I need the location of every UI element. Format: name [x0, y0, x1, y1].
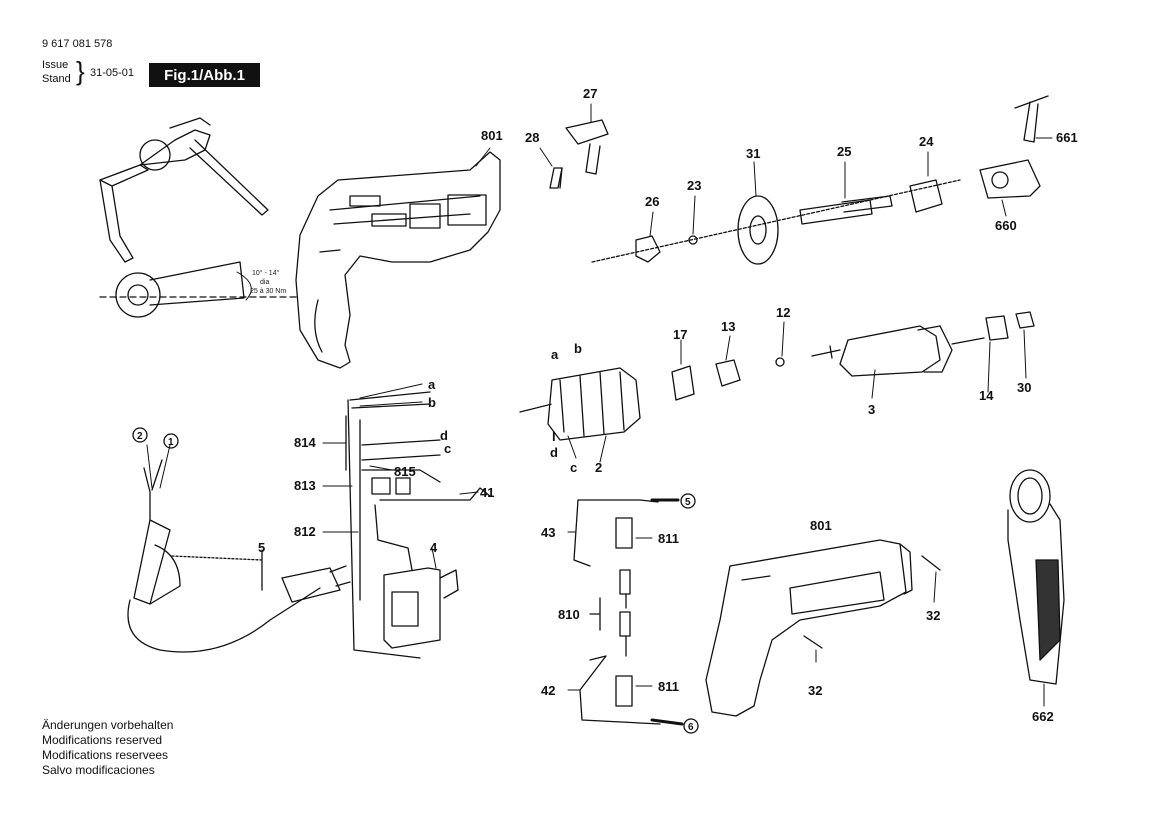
document-number: 9 617 081 578 — [42, 38, 113, 50]
label-4: 4 — [430, 540, 438, 555]
label-17: 17 — [673, 327, 687, 342]
carbon-brushes-810 — [573, 498, 684, 726]
label-661: 661 — [1056, 130, 1078, 145]
label-3: 3 — [868, 402, 875, 417]
issue-date: 31-05-01 — [90, 67, 135, 79]
label-813: 813 — [294, 478, 316, 493]
torque-note-3: 25 à 30 Nm — [250, 288, 286, 295]
label-a-wire: a — [428, 377, 436, 392]
marker-2-label: 2 — [137, 431, 143, 442]
switch-4 — [383, 567, 459, 649]
label-801-bottom: 801 — [810, 518, 832, 533]
label-42: 42 — [541, 683, 555, 698]
label-2: 2 — [595, 460, 602, 475]
marker-6-label: 6 — [688, 722, 694, 733]
label-27: 27 — [583, 86, 597, 101]
label-23: 23 — [687, 178, 701, 193]
gear-assembly — [591, 95, 1049, 265]
housing-801-bottom — [705, 539, 941, 717]
issue-label: Issue — [42, 59, 69, 71]
label-c-coil: c — [570, 460, 577, 475]
torque-note-1: 10° - 14° — [252, 269, 280, 277]
label-812: 812 — [294, 524, 316, 539]
auxiliary-handle-662 — [1007, 469, 1065, 685]
marker-1-circle — [132, 427, 148, 443]
label-25: 25 — [837, 144, 851, 159]
label-d-coil: d — [550, 445, 558, 460]
label-12: 12 — [776, 305, 790, 320]
label-d-wire: d — [440, 428, 448, 443]
field-coil-2 — [519, 367, 641, 441]
label-32-bottom: 32 — [808, 683, 822, 698]
marker-2-circle — [163, 433, 179, 449]
label-662: 662 — [1032, 709, 1054, 724]
footer-notes: Änderungen vorbehalten Modifications res… — [42, 718, 173, 778]
footer-line-en: Modifications reserved — [42, 733, 163, 747]
label-31: 31 — [746, 146, 760, 161]
marker-1-label: 1 — [168, 437, 174, 448]
label-30: 30 — [1017, 380, 1031, 395]
label-810: 810 — [558, 607, 580, 622]
label-811-bottom: 811 — [658, 679, 679, 694]
label-801-top: 801 — [481, 128, 503, 143]
label-28: 28 — [525, 130, 539, 145]
marker-5-label: 5 — [685, 497, 691, 508]
armature-3 — [671, 311, 1035, 401]
label-815: 815 — [394, 464, 416, 479]
footer-line-de: Änderungen vorbehalten — [42, 718, 174, 732]
label-43: 43 — [541, 525, 555, 540]
label-32-right: 32 — [926, 608, 940, 623]
footer-line-es: Salvo modificaciones — [42, 763, 155, 777]
figure-label: Fig.1/Abb.1 — [149, 63, 260, 87]
marker-5-circle — [680, 493, 696, 509]
label-b-coil: b — [574, 341, 582, 356]
housing-half-801 — [295, 151, 501, 369]
marker-6-circle — [683, 718, 699, 734]
chuck-key-illustration — [99, 117, 301, 318]
mains-cable-5 — [127, 459, 351, 653]
label-l-coil: l — [552, 429, 556, 444]
brace-glyph: } — [76, 56, 85, 86]
label-811-top: 811 — [658, 531, 679, 546]
stand-label: Stand — [42, 73, 71, 85]
leader-lines — [146, 103, 1053, 707]
label-24: 24 — [919, 134, 934, 149]
label-814: 814 — [294, 435, 316, 450]
torque-note-2: dia — [260, 279, 269, 286]
label-26: 26 — [645, 194, 659, 209]
label-c-wire: c — [444, 441, 451, 456]
label-a-coil: a — [551, 347, 559, 362]
label-5: 5 — [258, 540, 265, 555]
label-14: 14 — [979, 388, 994, 403]
parts-27-28 — [549, 119, 609, 189]
label-41: 41 — [480, 485, 494, 500]
footer-line-fr: Modifications reservees — [42, 748, 169, 762]
label-b-wire: b — [428, 395, 436, 410]
label-660: 660 — [995, 218, 1017, 233]
label-13: 13 — [721, 319, 735, 334]
